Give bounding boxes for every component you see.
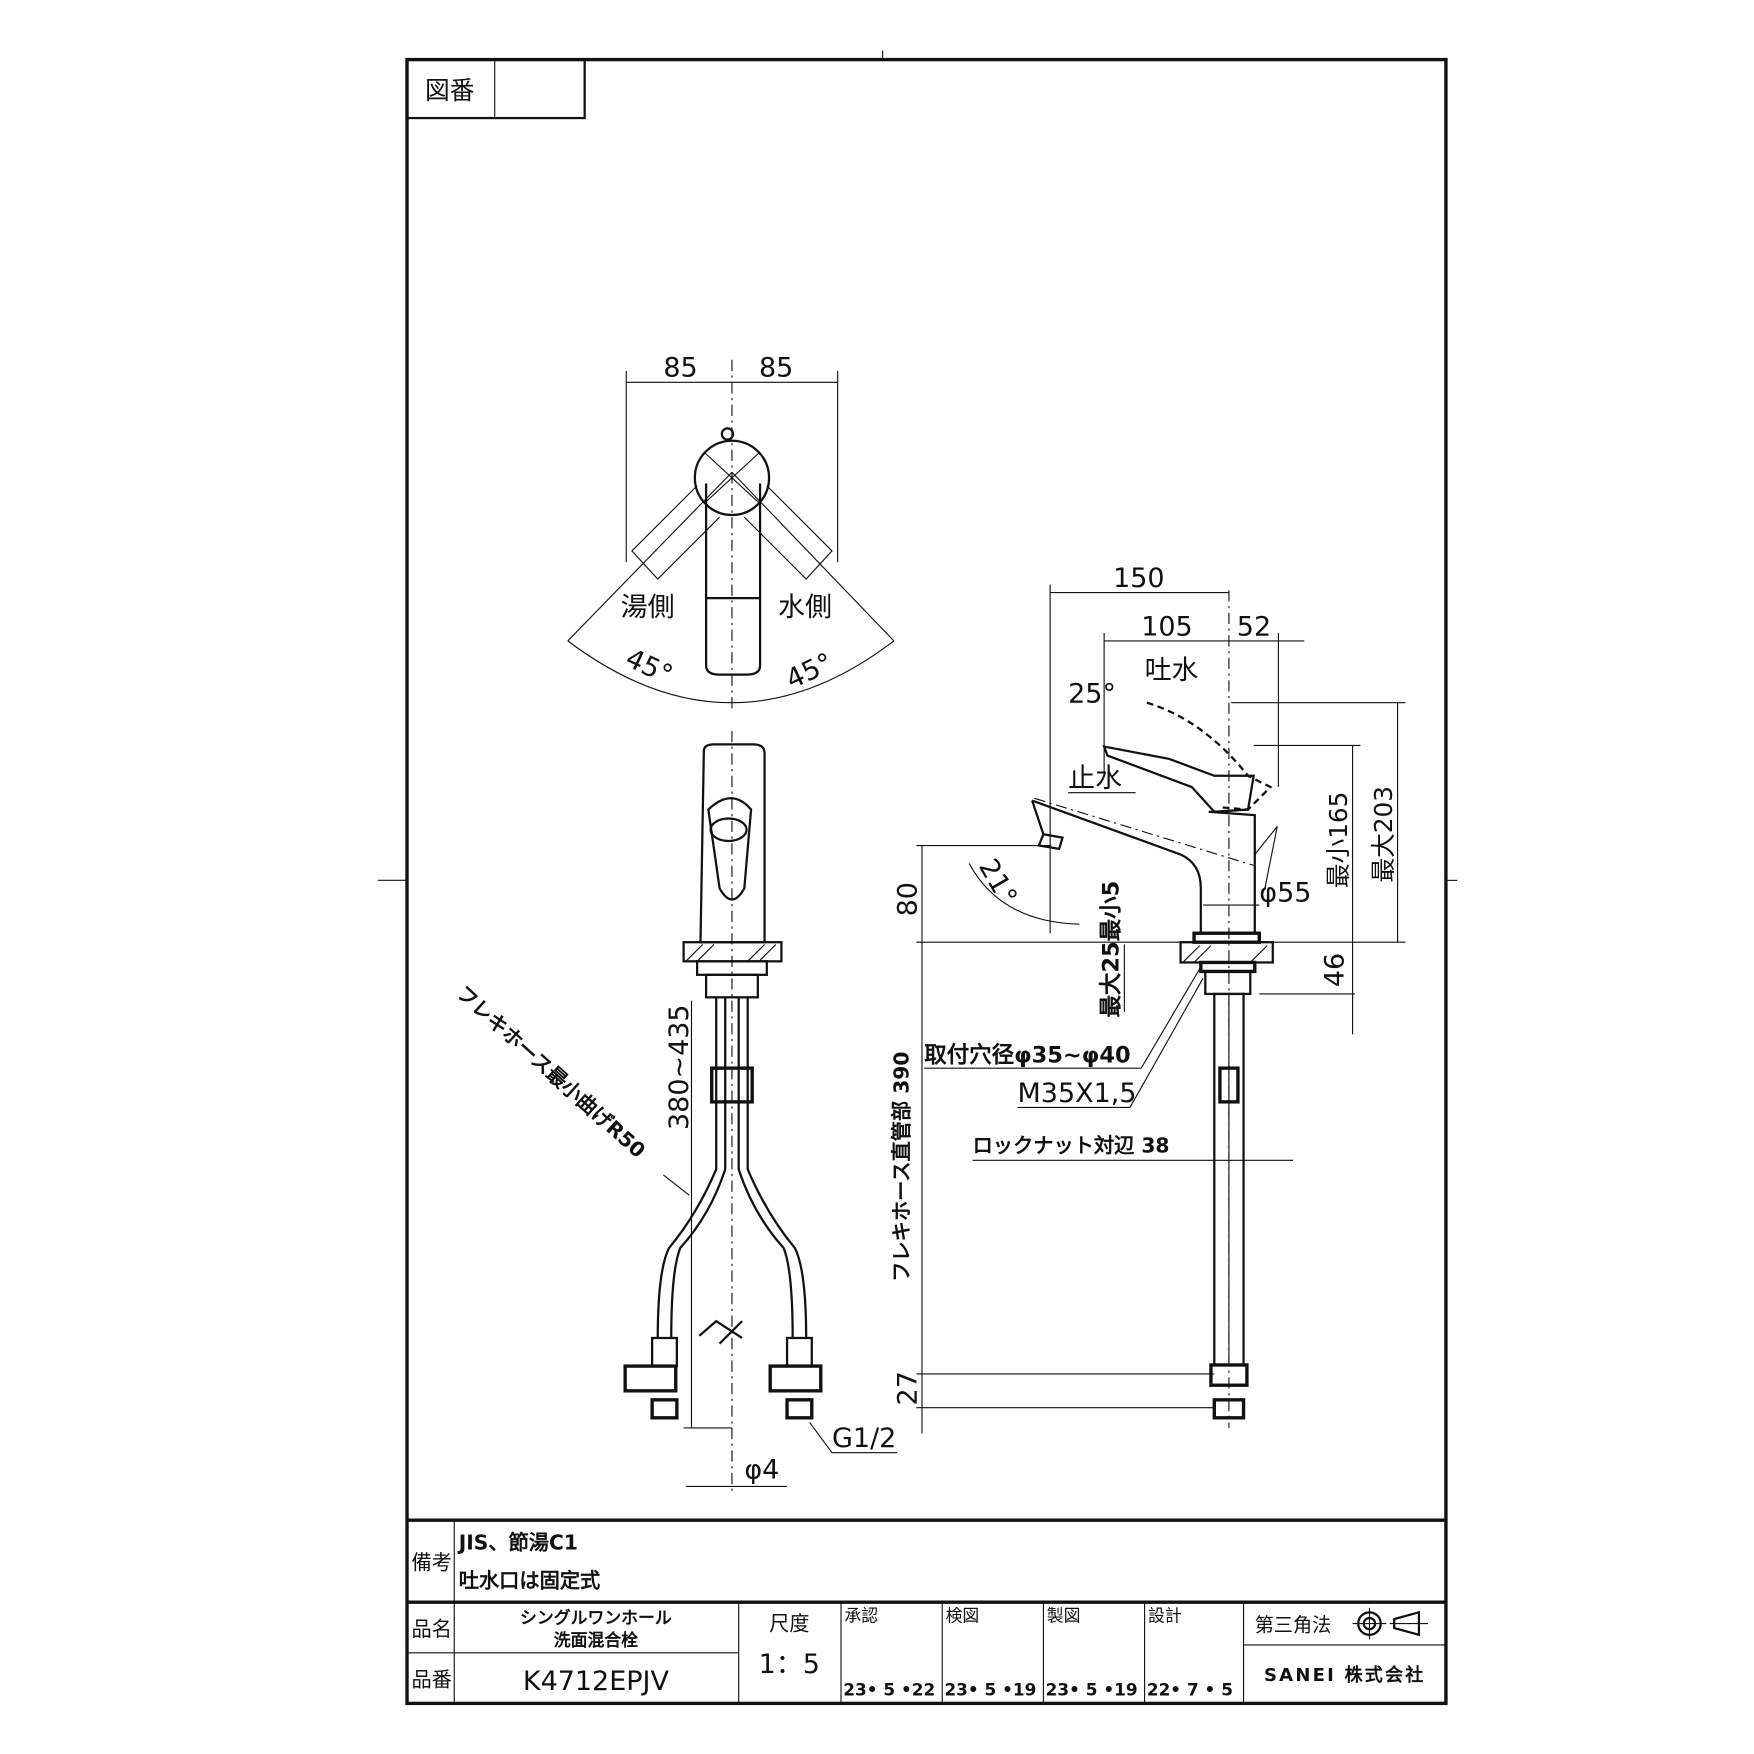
cold-side-label: 水側 bbox=[778, 592, 832, 623]
design-date: 22• 7 • 5 bbox=[1147, 1680, 1233, 1700]
stop-label: 止水 bbox=[1068, 763, 1122, 794]
drafted-date: 23• 5 •19 bbox=[1046, 1680, 1138, 1700]
company-name: SANEI 株式会社 bbox=[1264, 1664, 1425, 1686]
lock-nut-label: ロックナット対辺 38 bbox=[973, 1133, 1170, 1157]
min-165-label: 最小165 bbox=[1324, 792, 1353, 889]
dim-105: 105 bbox=[1141, 611, 1192, 642]
product-name-line1: シングルワンホール bbox=[520, 1608, 672, 1628]
hot-side-label: 湯側 bbox=[621, 592, 675, 623]
drawing-frame bbox=[405, 57, 1448, 1706]
scale-label: 尺度 bbox=[769, 1611, 809, 1635]
drafted-label: 製図 bbox=[1047, 1605, 1081, 1625]
design-label: 設計 bbox=[1148, 1605, 1182, 1625]
length-range-label: 380~435 bbox=[664, 1004, 695, 1130]
hose-bend-label: フレキホース最小曲げR50 bbox=[452, 981, 650, 1163]
angle-right-label: 45° bbox=[781, 647, 837, 695]
third-angle-projection-icon bbox=[1352, 1607, 1428, 1640]
top-dim-left: 85 bbox=[663, 353, 697, 384]
dim-80-label: 80 bbox=[892, 882, 923, 916]
angle-21-label: 21° bbox=[972, 854, 1023, 911]
spout-label: 吐水 bbox=[1145, 655, 1199, 686]
check-label: 検図 bbox=[946, 1605, 980, 1625]
approval-date: 23• 5 •22 bbox=[843, 1680, 935, 1700]
dia-55-label: φ55 bbox=[1259, 878, 1311, 909]
check-date: 23• 5 •19 bbox=[944, 1680, 1036, 1700]
projection-label: 第三角法 bbox=[1255, 1613, 1331, 1636]
side-view: 150 105 52 吐水 25° 止水 最小165 最大203 bbox=[889, 563, 1406, 1434]
product-name-line2: 洗面混合栓 bbox=[554, 1630, 638, 1650]
top-dim-right: 85 bbox=[759, 353, 793, 384]
scale-value: 1：5 bbox=[759, 1649, 820, 1680]
front-view: 380~435 フレキホース最小曲げR50 G1/2 φ4 bbox=[452, 730, 898, 1496]
dim-150: 150 bbox=[1113, 563, 1164, 594]
product-no-label: 品番 bbox=[412, 1668, 452, 1692]
drawing-number-label: 図番 bbox=[425, 76, 474, 105]
m35-thread-label: M35X1,5 bbox=[1018, 1078, 1137, 1109]
max-203-label: 最大203 bbox=[1369, 786, 1398, 883]
angle-left-label: 45° bbox=[621, 643, 677, 691]
dim-46-label: 46 bbox=[1320, 953, 1351, 987]
remarks-label: 備考 bbox=[412, 1551, 452, 1575]
top-view: 85 85 湯側 水側 45° 45° bbox=[567, 353, 895, 709]
rod-diameter-label: φ4 bbox=[744, 1455, 779, 1486]
dim-52: 52 bbox=[1237, 611, 1271, 642]
drawing-number-box: 図番 bbox=[405, 58, 586, 120]
mount-hole-label: 取付穴径φ35~φ40 bbox=[924, 1042, 1130, 1069]
thread-g12-label: G1/2 bbox=[832, 1423, 896, 1454]
product-no: K4712EPJV bbox=[523, 1666, 670, 1697]
dim-27-label: 27 bbox=[892, 1371, 923, 1405]
remark-2: 吐水口は固定式 bbox=[459, 1569, 601, 1593]
remark-1: JIS、節湯C1 bbox=[457, 1530, 578, 1554]
product-name-label: 品名 bbox=[412, 1617, 452, 1641]
title-block: 備考 JIS、節湯C1 吐水口は固定式 品名 シングルワンホール 洗面混合栓 品… bbox=[407, 1518, 1446, 1704]
hose-length-label: フレキホース直管部 390 bbox=[889, 1052, 913, 1282]
angle-25-label: 25° bbox=[1068, 679, 1116, 710]
counter-thickness-label: 最大25最小5 bbox=[1099, 881, 1125, 1018]
approval-label: 承認 bbox=[844, 1605, 878, 1625]
